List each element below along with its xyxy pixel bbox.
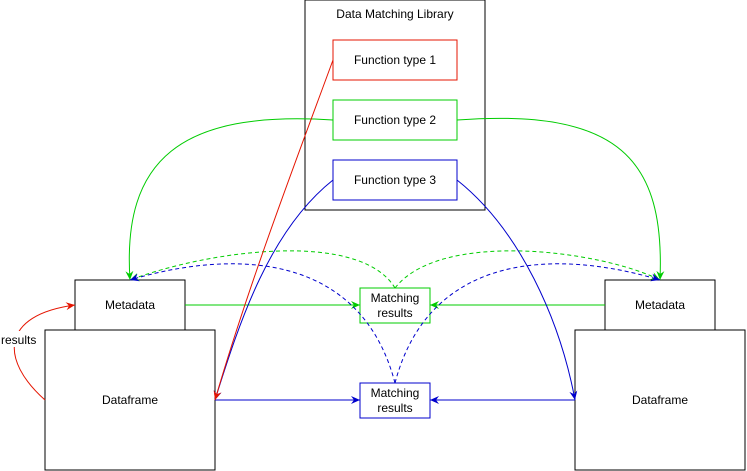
edge-blue-results-to-left-metadata (129, 263, 396, 384)
blue-results-line2: results (377, 401, 412, 415)
green-results-line2: results (377, 306, 412, 320)
function-type-3-box[interactable] (332, 159, 458, 201)
function-type-2-label: Function type 2 (354, 113, 436, 127)
results-edge-label: results (1, 333, 36, 347)
library-title: Data Matching Library (336, 7, 453, 21)
edge-ft2-to-left-metadata (125, 118, 334, 281)
right-metadata-label: Metadata (635, 298, 685, 312)
edge-ft2-to-right-metadata (456, 117, 665, 281)
function-type-1-box[interactable] (332, 39, 458, 81)
edge-green-results-to-left-metadata (129, 250, 396, 289)
edge-ft3-to-left-dataframe (213, 179, 334, 401)
edge-green-results-to-right-metadata (394, 250, 661, 289)
results-edge-label-bg (0, 331, 34, 347)
function-type-1-label: Function type 1 (354, 53, 436, 67)
left-metadata-label: Metadata (105, 298, 155, 312)
edge-ft1-to-left-dataframe (213, 59, 334, 401)
edge-ft3-to-right-dataframe (456, 179, 578, 401)
blue-results-box[interactable] (359, 382, 431, 419)
edge-blue-results-to-right-metadata (394, 263, 661, 384)
function-type-2-box[interactable] (332, 99, 458, 141)
function-type-3-label: Function type 3 (354, 173, 436, 187)
blue-results-line1: Matching (371, 386, 420, 400)
left-dataframe-label: Dataframe (102, 393, 158, 407)
right-dataframe-label: Dataframe (632, 393, 688, 407)
green-results-line1: Matching (371, 291, 420, 305)
right-dataframe-box[interactable] (574, 329, 746, 471)
